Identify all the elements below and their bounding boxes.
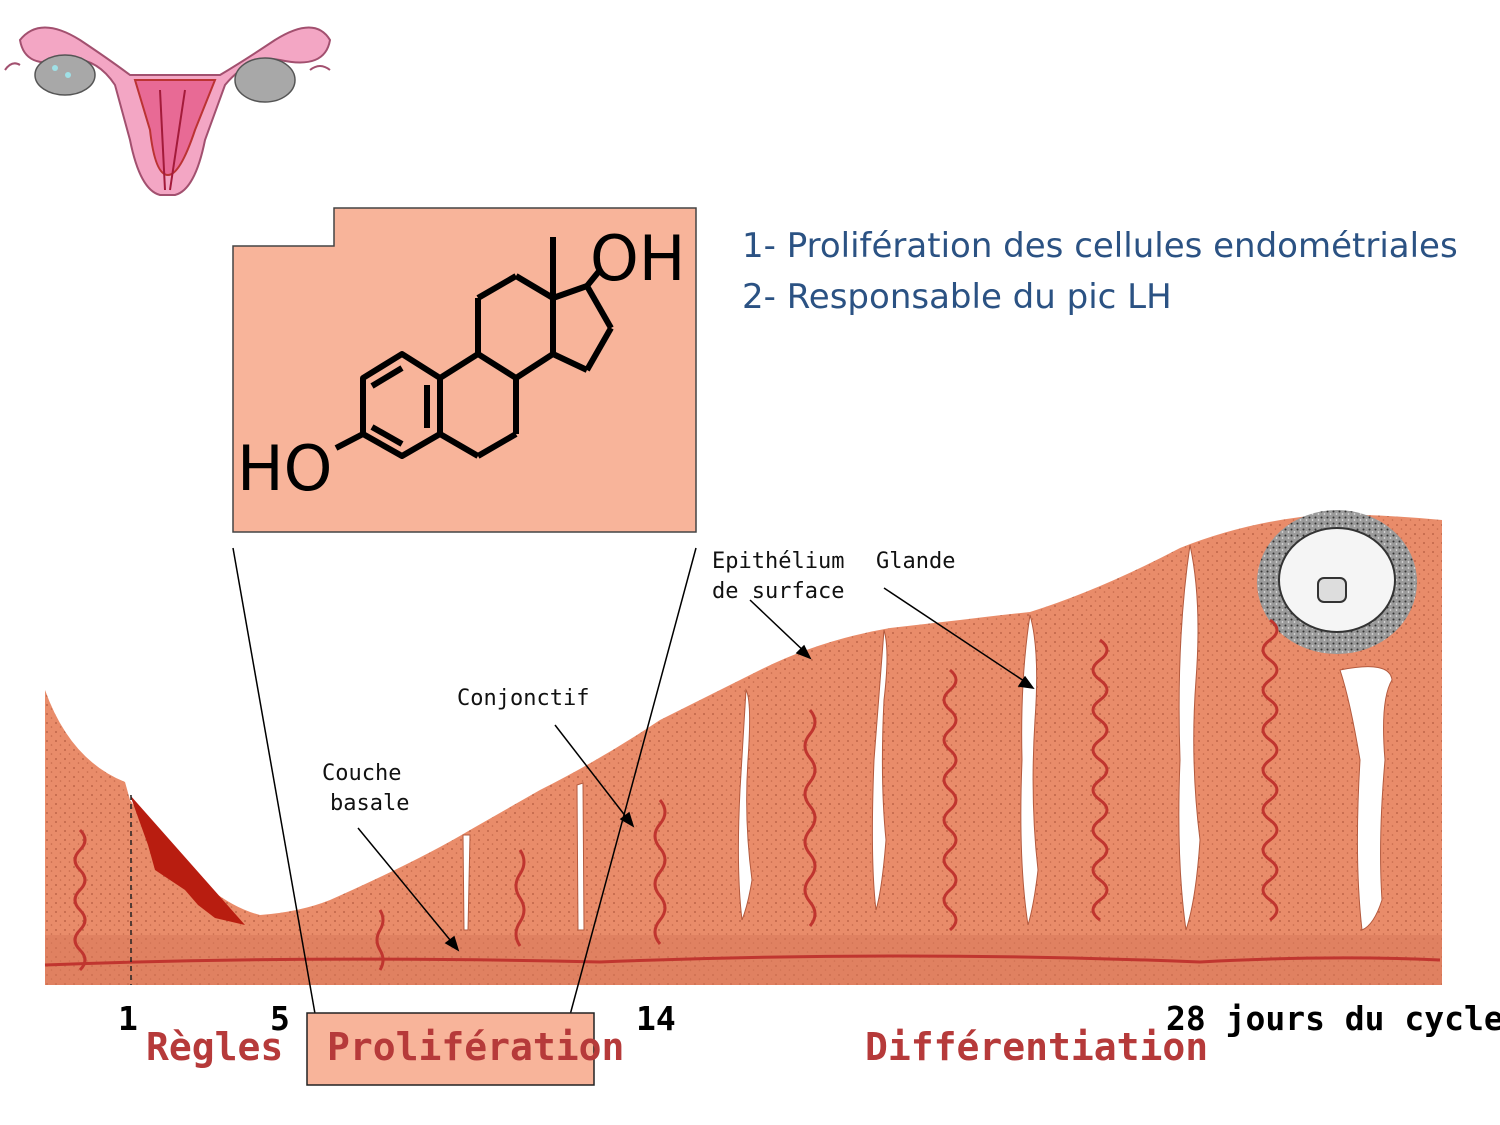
uterus-icon (4, 26, 332, 196)
epithelium-label-line1: Epithélium (712, 549, 844, 574)
couche-label-line2: basale (330, 791, 409, 816)
hydroxyl-left-label: HO (237, 432, 332, 505)
day-14-label: 14 (636, 999, 676, 1038)
phase-proliferation: Prolifération (327, 1025, 624, 1069)
phase-differentiation: Différentiation (865, 1025, 1208, 1069)
estradiol-structure: OH HO (232, 207, 697, 533)
epithelium-label-line2: de surface (712, 579, 844, 604)
point-2: 2- Responsable du pic LH (742, 277, 1172, 317)
zoom-line-right (569, 547, 697, 1016)
day-28-label: 28 jours du cycle (1166, 999, 1500, 1038)
point-1: 1- Prolifération des cellules endométria… (742, 226, 1458, 266)
zoom-line-left (232, 547, 318, 1026)
conjonctif-label: Conjonctif (457, 686, 589, 711)
phase-regles: Règles (146, 1025, 283, 1069)
day-5-label: 5 (270, 999, 290, 1038)
proliferation-highlight-box (306, 1012, 595, 1086)
endometrium-tissue (44, 510, 1442, 985)
couche-label-line1: Couche (322, 761, 401, 786)
day-1-label: 1 (118, 999, 138, 1038)
hydroxyl-top-label: OH (590, 222, 685, 295)
glande-label: Glande (876, 549, 955, 574)
